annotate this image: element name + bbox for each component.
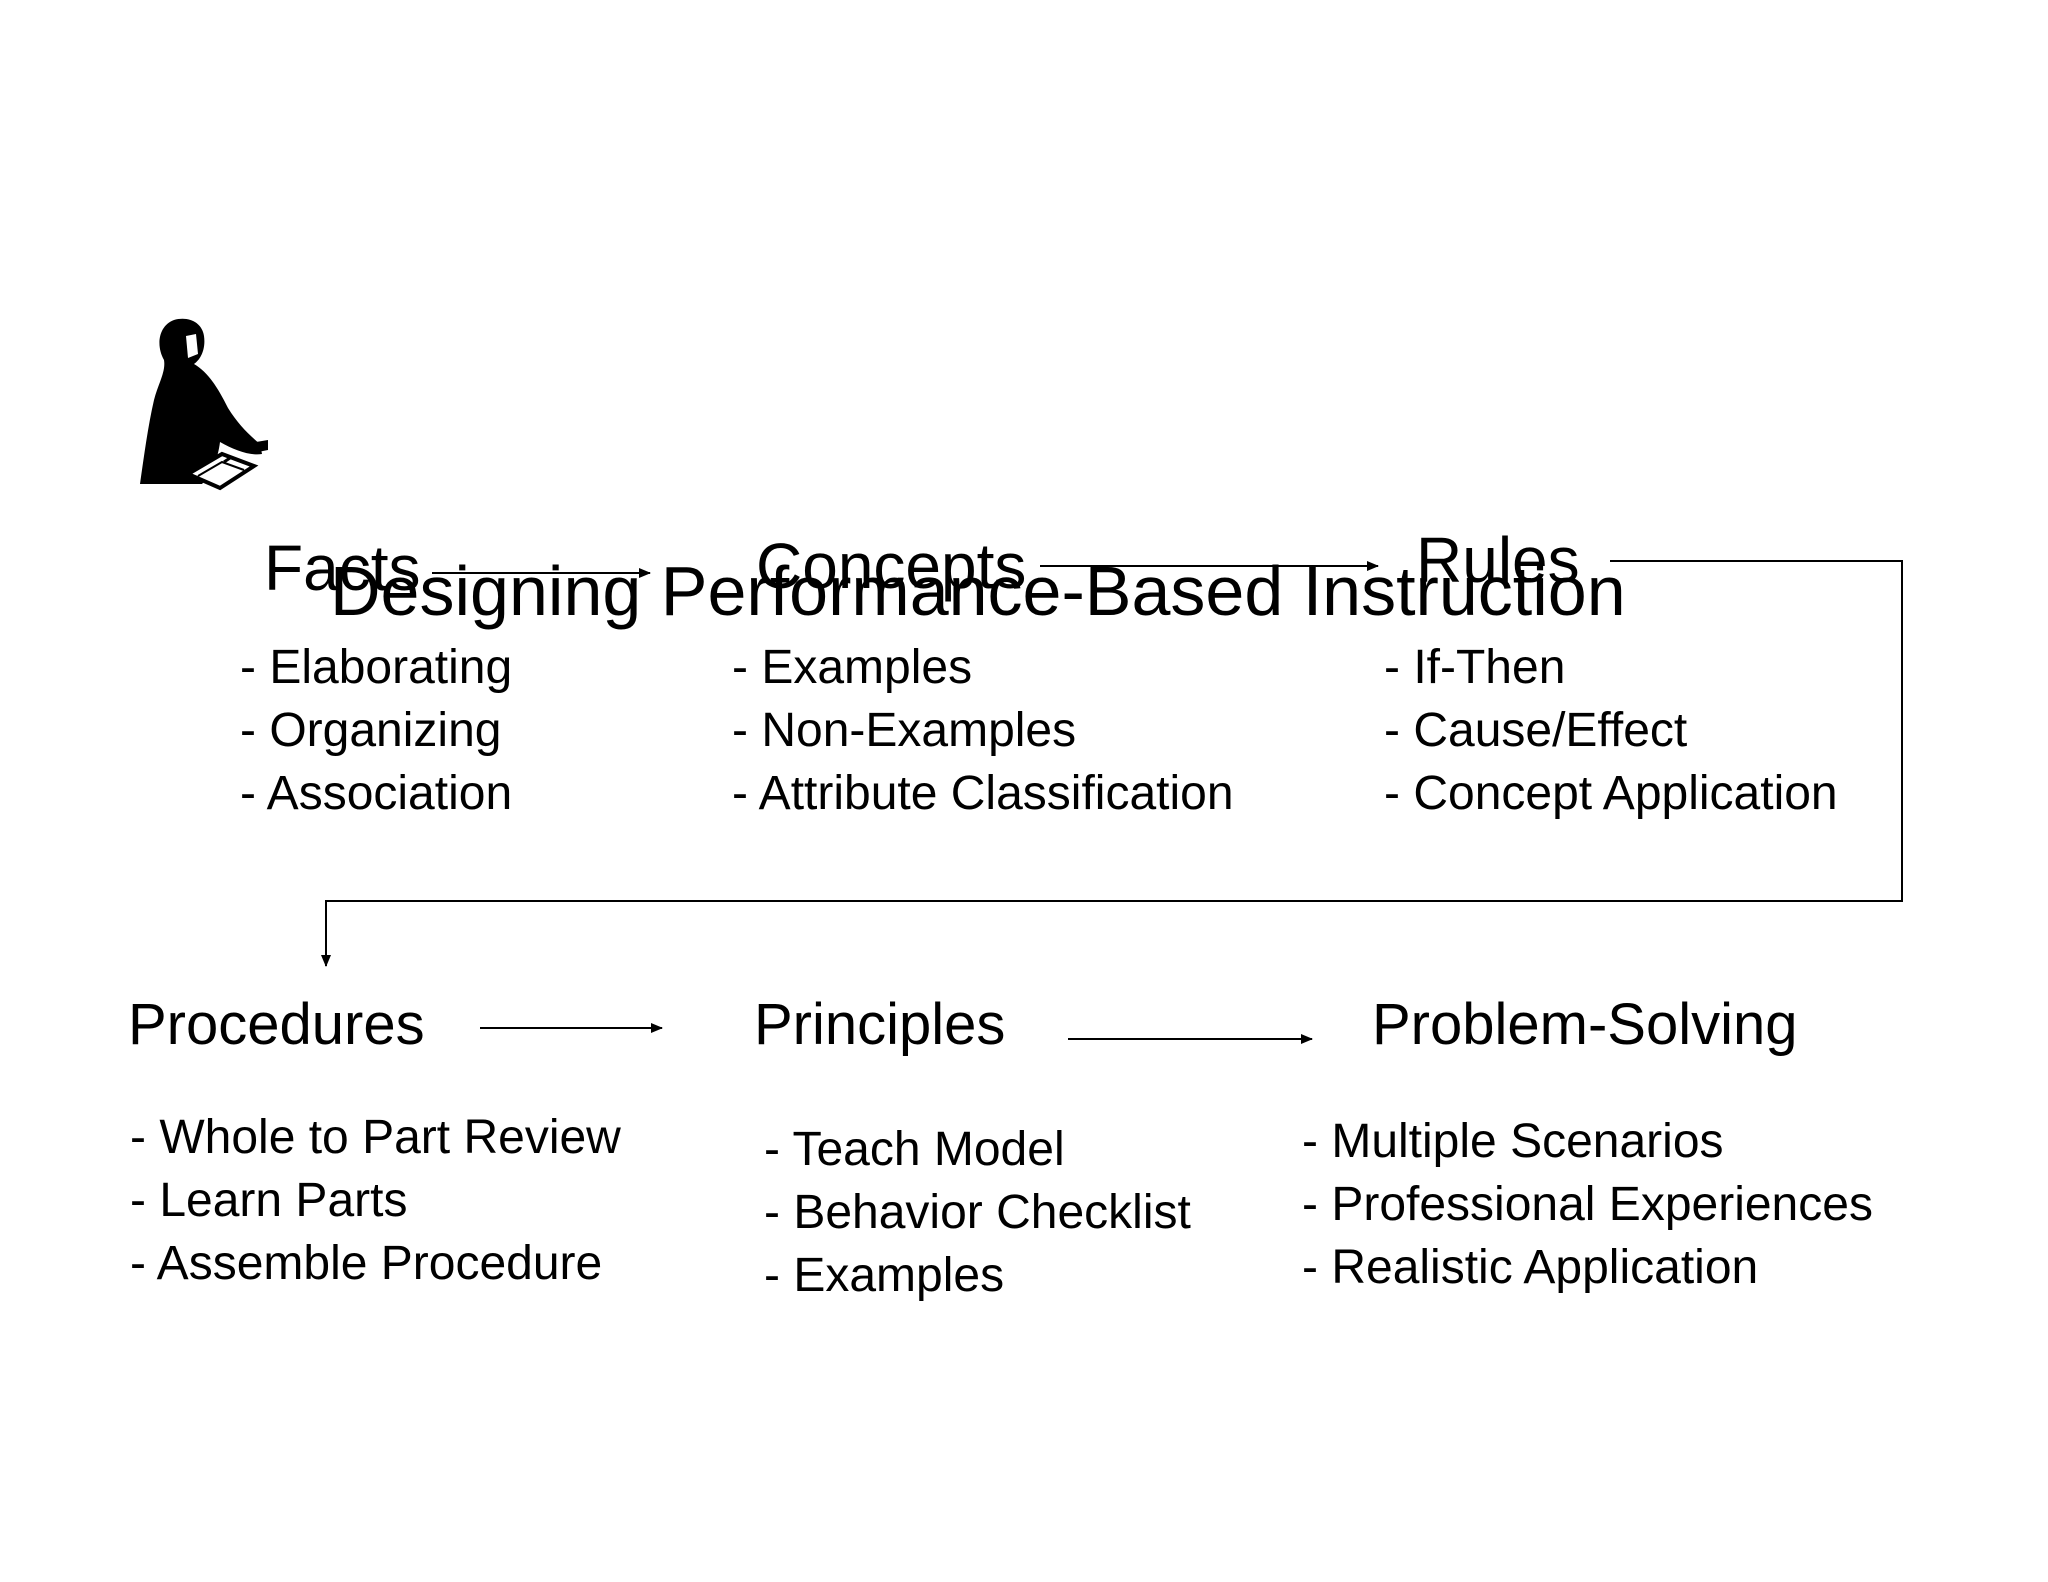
stage-title-procedures: Procedures xyxy=(128,996,425,1054)
list-item: Attribute Classification xyxy=(732,762,1234,825)
list-item: Behavior Checklist xyxy=(764,1181,1191,1244)
stage-list-procedures: Whole to Part Review Learn Parts Assembl… xyxy=(130,1106,621,1295)
list-item: Cause/Effect xyxy=(1384,699,1838,762)
list-item: Realistic Application xyxy=(1302,1236,1873,1299)
list-item: Organizing xyxy=(240,699,512,762)
list-item: Professional Experiences xyxy=(1302,1173,1873,1236)
list-item: Examples xyxy=(732,636,1234,699)
slide-title: Designing Performance-Based Instruction xyxy=(330,556,1626,626)
list-item: Elaborating xyxy=(240,636,512,699)
list-item: Assemble Procedure xyxy=(130,1232,621,1295)
list-item: Examples xyxy=(764,1244,1191,1307)
stage-list-facts: Elaborating Organizing Association xyxy=(240,636,512,825)
list-item: If-Then xyxy=(1384,636,1838,699)
stage-title-problem-solving: Problem-Solving xyxy=(1372,996,1798,1054)
stage-list-principles: Teach Model Behavior Checklist Examples xyxy=(764,1118,1191,1307)
list-item: Association xyxy=(240,762,512,825)
stage-list-concepts: Examples Non-Examples Attribute Classifi… xyxy=(732,636,1234,825)
list-item: Concept Application xyxy=(1384,762,1838,825)
list-item: Teach Model xyxy=(764,1118,1191,1181)
list-item: Whole to Part Review xyxy=(130,1106,621,1169)
list-item: Non-Examples xyxy=(732,699,1234,762)
person-at-desk-silhouette-icon xyxy=(138,316,268,492)
stage-title-principles: Principles xyxy=(754,996,1005,1054)
list-item: Multiple Scenarios xyxy=(1302,1110,1873,1173)
stage-list-rules: If-Then Cause/Effect Concept Application xyxy=(1384,636,1838,825)
list-item: Learn Parts xyxy=(130,1169,621,1232)
stage-list-problem-solving: Multiple Scenarios Professional Experien… xyxy=(1302,1110,1873,1299)
